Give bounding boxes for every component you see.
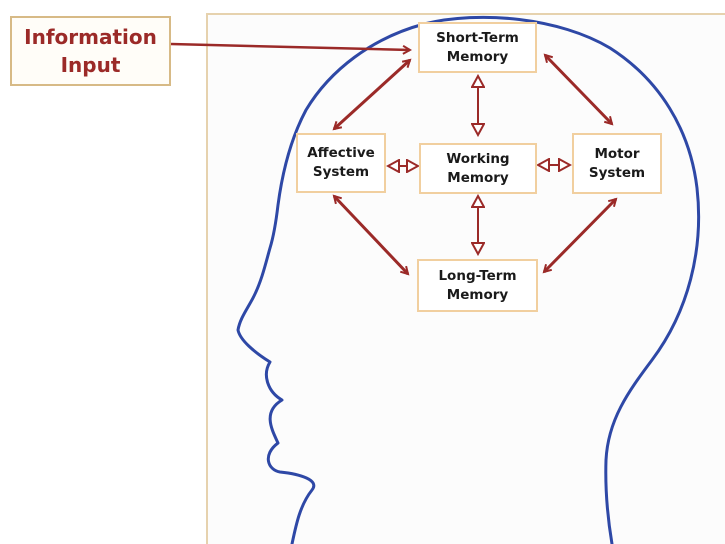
node-text: Memory	[446, 286, 509, 303]
node-text: Affective	[307, 145, 375, 161]
input-connector	[170, 42, 410, 50]
node-text: Working	[446, 150, 510, 167]
arrow-stm-motor	[545, 55, 612, 124]
node-text: Memory	[447, 169, 509, 186]
arrow-stm-affective	[334, 60, 410, 129]
arrow-affective-ltm	[334, 196, 408, 274]
long-term-memory-node: Long-Term Memory	[417, 259, 538, 312]
head-outline	[236, 15, 701, 544]
node-text: System	[588, 164, 646, 181]
node-text: Long-Term	[438, 267, 517, 284]
input-line-2: Input	[60, 53, 121, 77]
node-text: Memory	[446, 48, 509, 65]
node-text: System	[312, 164, 370, 180]
motor-system-node: Motor System	[572, 133, 662, 194]
information-input-label: Information Input	[10, 16, 171, 86]
short-term-memory-node: Short-Term Memory	[418, 22, 537, 73]
input-line-1: Information	[24, 25, 157, 49]
node-text: Short-Term	[436, 29, 519, 46]
affective-system-node: Affective System	[296, 133, 386, 193]
working-memory-node: Working Memory	[419, 143, 537, 194]
arrow-motor-ltm	[544, 199, 616, 272]
node-text: Motor	[594, 145, 640, 162]
